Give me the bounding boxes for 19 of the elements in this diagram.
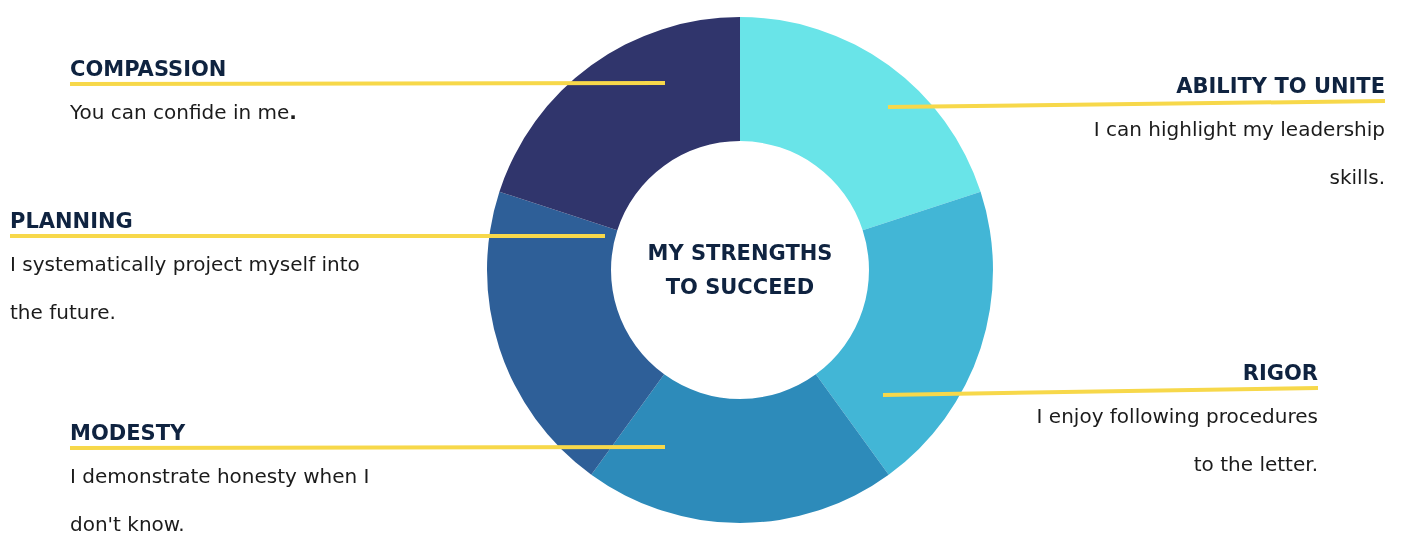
donut-segment xyxy=(740,17,981,231)
strength-heading: ABILITY TO UNITE xyxy=(1176,73,1385,99)
leader-line xyxy=(10,234,605,238)
donut-segment xyxy=(499,17,740,231)
leader-line xyxy=(887,99,1386,109)
strength-heading: MODESTY xyxy=(70,420,186,446)
strength-heading: RIGOR xyxy=(1242,360,1318,386)
leader-line xyxy=(70,81,665,86)
strength-description: I demonstrate honesty when I don't know. xyxy=(70,463,371,538)
leader-line xyxy=(882,386,1319,397)
strength-description: I can highlight my leadership skills. xyxy=(1092,116,1385,191)
strength-description: I enjoy following procedures to the letter. xyxy=(1035,403,1318,478)
strength-description: You can confide in me. xyxy=(70,99,298,126)
leader-line xyxy=(70,445,665,450)
donut-segment xyxy=(591,374,889,523)
strength-description: I systematically project myself into the future. xyxy=(10,251,361,326)
strength-heading: COMPASSION xyxy=(70,56,227,82)
center-label: MY STRENGTHS TO SUCCEED xyxy=(640,236,840,304)
strength-heading: PLANNING xyxy=(10,208,133,234)
